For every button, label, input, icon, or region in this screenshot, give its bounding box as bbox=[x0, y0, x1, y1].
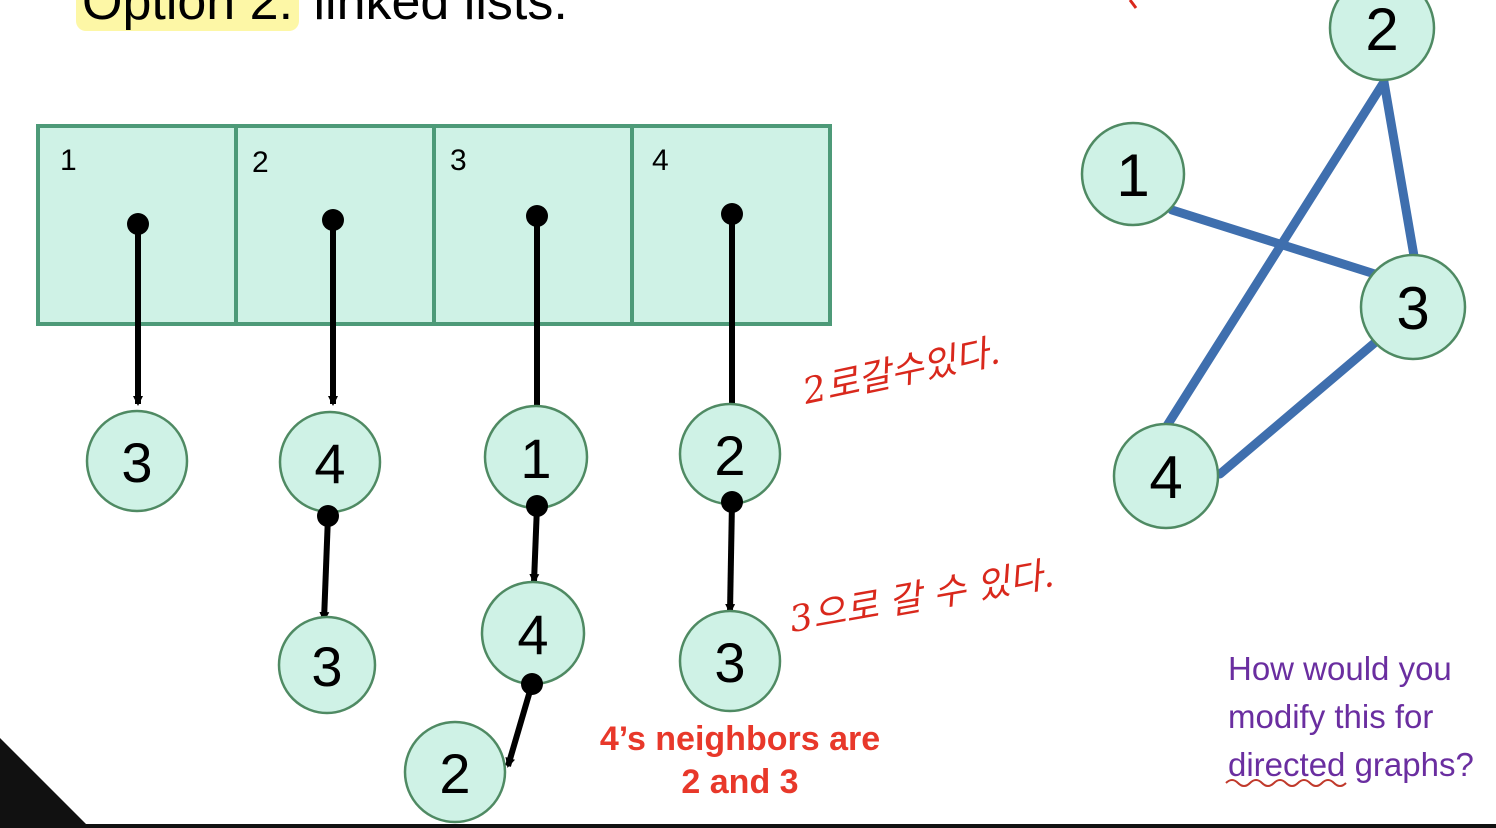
graph-node-4: 4 bbox=[1112, 422, 1220, 530]
graph-node-3: 3 bbox=[1359, 253, 1467, 361]
list-pointers bbox=[133, 214, 737, 768]
graph-node-2: 2 bbox=[1328, 0, 1436, 82]
adjacency-array: 1 2 3 4 bbox=[36, 124, 832, 326]
array-cell-label-3: 3 bbox=[450, 144, 467, 177]
pointer-arrow bbox=[725, 501, 736, 614]
neighbors-note: 4’s neighbors are 2 and 3 bbox=[560, 718, 920, 803]
title-rest: linked lists: bbox=[313, 0, 568, 31]
list-node: 2 bbox=[678, 402, 782, 506]
svg-text:4: 4 bbox=[517, 603, 548, 666]
title-highlight: Option 2: bbox=[76, 0, 300, 31]
node-pointer-dots bbox=[317, 491, 743, 695]
question-line3-rest: graphs? bbox=[1345, 745, 1474, 783]
pointer-arrow bbox=[319, 515, 331, 622]
svg-text:1: 1 bbox=[1116, 142, 1149, 209]
pointer-dot bbox=[721, 203, 743, 225]
graph-edge-2-4 bbox=[1158, 77, 1389, 437]
graph-edge-1-3 bbox=[1167, 205, 1383, 280]
svg-text:4: 4 bbox=[1149, 444, 1182, 511]
list-node: 4 bbox=[480, 580, 586, 686]
handwritten-note-1: 2로갈수있다. bbox=[798, 331, 1003, 413]
graph-node-1: 1 bbox=[1080, 121, 1186, 227]
list-node: 4 bbox=[278, 410, 382, 514]
question-line2: modify this for bbox=[1228, 697, 1434, 735]
svg-text:1: 1 bbox=[520, 427, 551, 490]
question-line1: How would you bbox=[1228, 650, 1452, 687]
list-node: 1 bbox=[483, 404, 589, 510]
graph-edges bbox=[1158, 77, 1419, 479]
pointer-dot bbox=[526, 205, 548, 227]
array-cell-3 bbox=[432, 124, 634, 326]
bottom-border bbox=[0, 824, 1496, 828]
svg-text:4: 4 bbox=[314, 432, 345, 495]
array-cell-label-4: 4 bbox=[652, 144, 669, 177]
pointer-dot bbox=[526, 495, 548, 517]
list-node: 3 bbox=[277, 615, 377, 715]
svg-text:3: 3 bbox=[121, 431, 152, 494]
array-cell-label-2: 2 bbox=[252, 146, 269, 179]
list-node: 3 bbox=[678, 609, 782, 713]
pointer-arrow bbox=[505, 683, 535, 768]
pointer-dot bbox=[521, 673, 543, 695]
graph-edge-3-4 bbox=[1215, 335, 1383, 479]
graph-nodes: 1 2 3 4 bbox=[1080, 0, 1467, 530]
question-underlined-word: directed bbox=[1228, 745, 1346, 783]
pointer-dot bbox=[127, 213, 149, 235]
handwritten-note-2: 3으로 갈 수 있다. bbox=[786, 554, 1056, 641]
pointer-arrow bbox=[529, 505, 540, 584]
pointer-dot bbox=[721, 491, 743, 513]
pointer-dot bbox=[322, 209, 344, 231]
slide-title: Option 2: linked lists: bbox=[76, 0, 568, 32]
wavy-underline bbox=[1225, 779, 1347, 787]
pointer-dots bbox=[127, 203, 743, 235]
svg-text:3: 3 bbox=[714, 631, 745, 694]
neighbors-note-line2: 2 and 3 bbox=[681, 762, 799, 801]
list-node: 3 bbox=[85, 409, 189, 513]
directed-question: How would you modify this for directed g… bbox=[1228, 645, 1474, 789]
svg-text:3: 3 bbox=[311, 635, 342, 698]
svg-text:2: 2 bbox=[439, 742, 470, 805]
svg-text:3: 3 bbox=[1396, 275, 1429, 342]
svg-text:2: 2 bbox=[714, 424, 745, 487]
corner-triangle bbox=[0, 738, 90, 828]
neighbors-note-line1: 4’s neighbors are bbox=[599, 720, 881, 758]
handwritten-mark-top bbox=[1128, 0, 1138, 9]
list-node: 2 bbox=[403, 720, 507, 824]
svg-text:2: 2 bbox=[1365, 0, 1398, 63]
graph-edge-2-3 bbox=[1379, 77, 1419, 261]
array-cell-label-1: 1 bbox=[60, 144, 77, 177]
pointer-dot bbox=[317, 505, 339, 527]
question-line3: directed graphs? bbox=[1228, 741, 1474, 789]
